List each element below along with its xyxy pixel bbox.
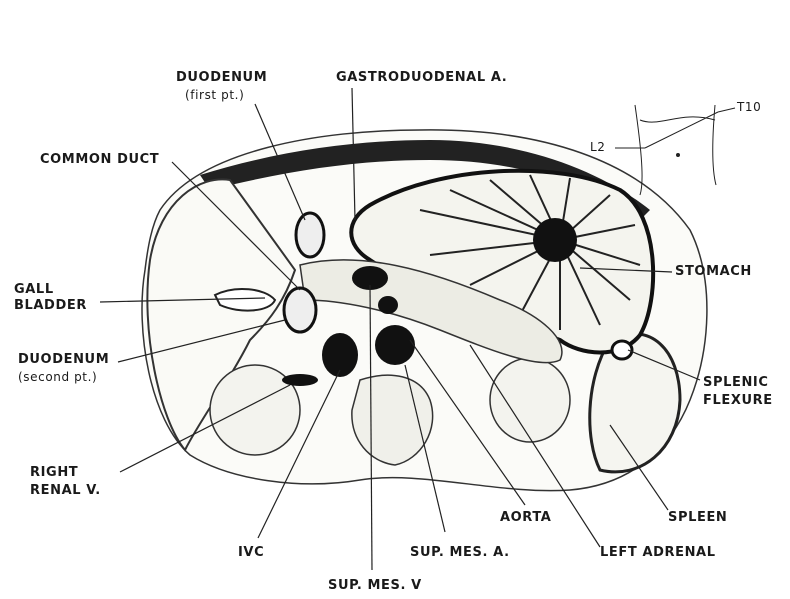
label-gastroduodenal-a: GASTRODUODENAL A. <box>336 70 507 85</box>
label-aorta: AORTA <box>500 510 551 525</box>
label-inset-t10: T10 <box>737 100 761 115</box>
label-splenic-flexure-2: FLEXURE <box>703 393 773 408</box>
label-gall-bladder-1: GALL <box>14 282 54 297</box>
label-duodenum-second-sub: (second pt.) <box>18 370 97 385</box>
label-spleen: SPLEEN <box>668 510 727 525</box>
label-inset-l2: L2 <box>590 140 606 155</box>
label-duodenum-second: DUODENUM <box>18 352 109 367</box>
duodenum-first-part <box>296 213 324 257</box>
label-gall-bladder-2: BLADDER <box>14 298 87 313</box>
label-stomach: STOMACH <box>675 264 752 279</box>
label-sup-mes-v: SUP. MES. V <box>328 578 422 593</box>
label-right-renal-1: RIGHT <box>30 465 78 480</box>
label-common-duct: COMMON DUCT <box>40 152 159 167</box>
label-duodenum-first-sub: (first pt.) <box>185 88 244 103</box>
duodenum-second-part <box>284 288 316 332</box>
right-renal-v-vessel <box>282 374 318 386</box>
left-kidney <box>490 358 570 442</box>
spleen-organ <box>590 334 680 472</box>
aorta-vessel <box>375 325 415 365</box>
label-sup-mes-a: SUP. MES. A. <box>410 545 510 560</box>
stomach-center <box>533 218 577 262</box>
label-splenic-flexure-1: SPLENIC <box>703 375 769 390</box>
label-right-renal-2: RENAL V. <box>30 483 101 498</box>
label-ivc: IVC <box>238 545 264 560</box>
sup-mes-a-vessel <box>378 296 398 314</box>
label-left-adrenal: LEFT ADRENAL <box>600 545 716 560</box>
label-duodenum-first: DUODENUM <box>176 70 267 85</box>
